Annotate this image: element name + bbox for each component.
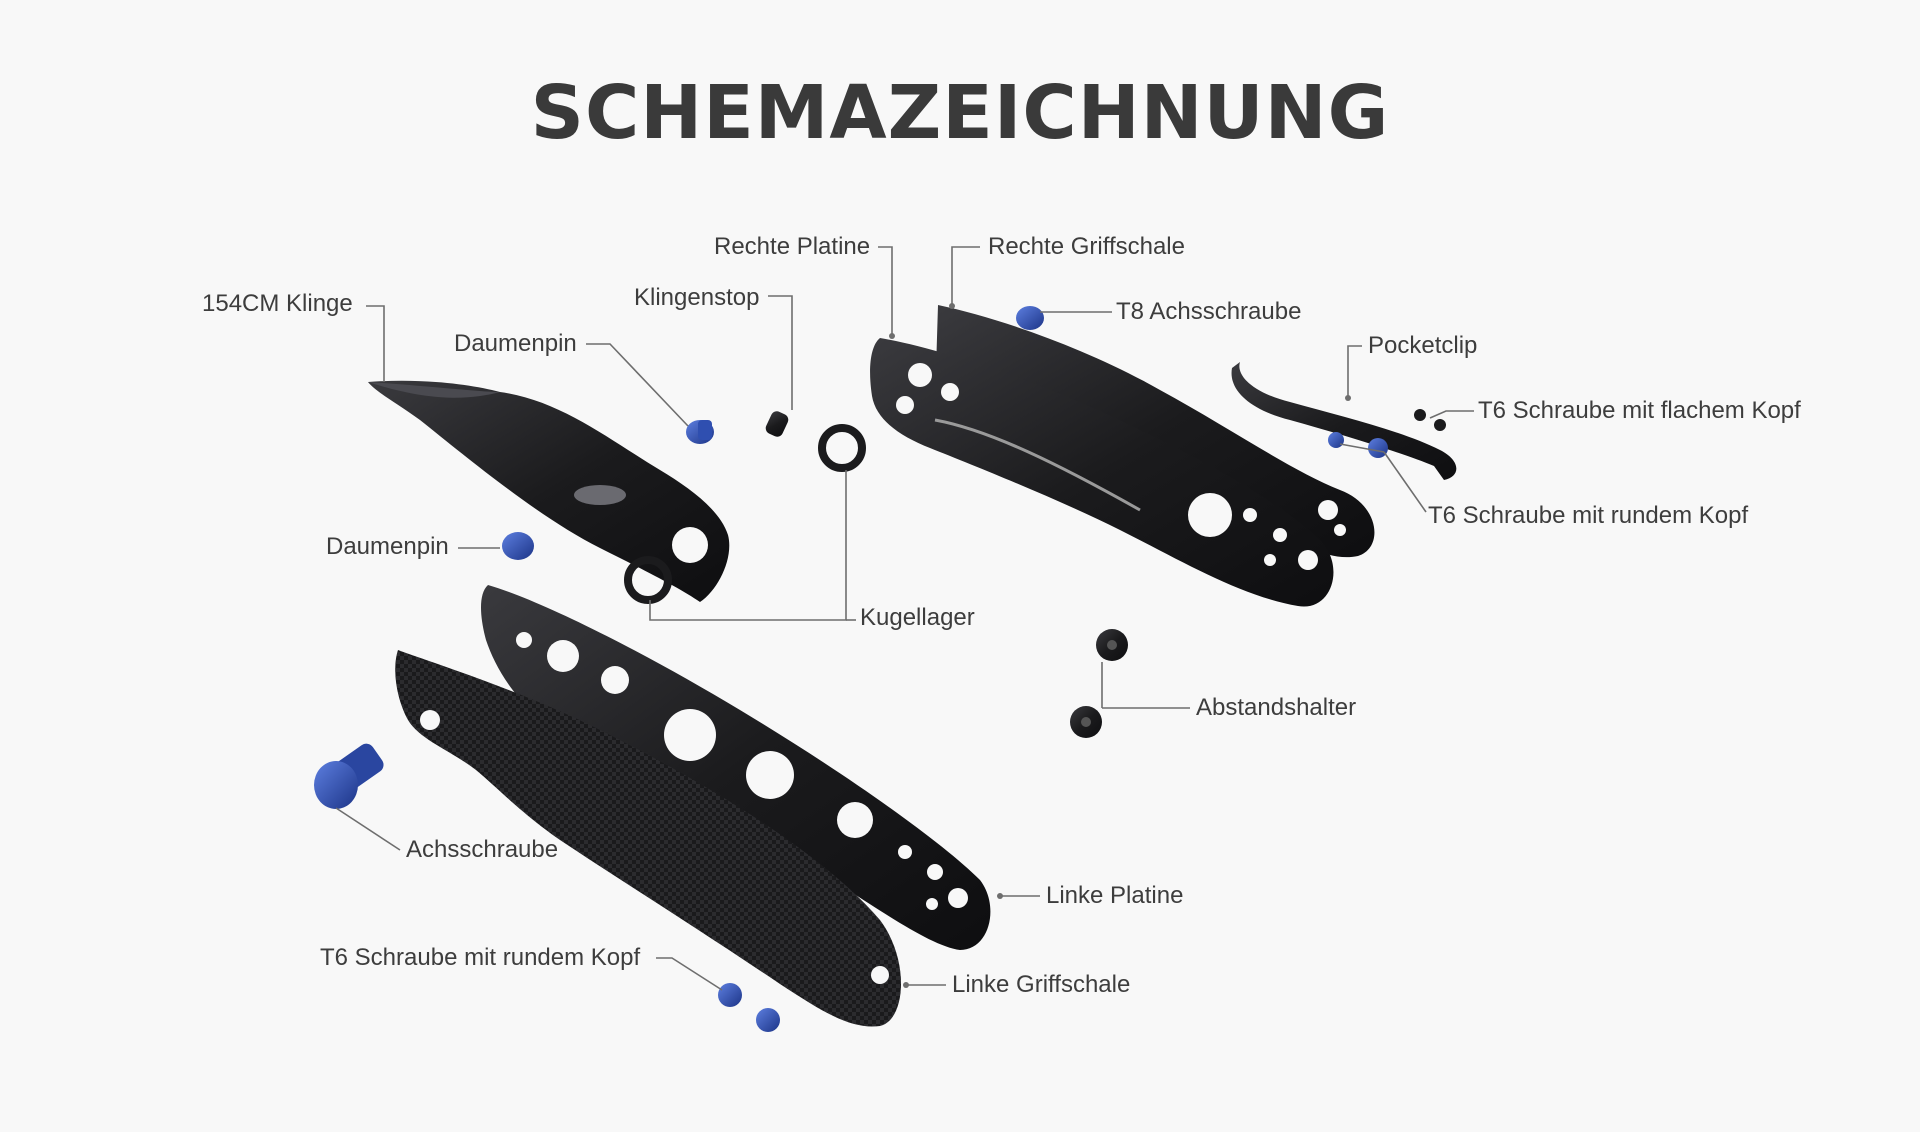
left-liner bbox=[481, 585, 991, 950]
label-rechte-platine: Rechte Platine bbox=[714, 233, 871, 260]
right-handle-scale bbox=[936, 305, 1375, 558]
stop-pin bbox=[765, 411, 789, 437]
right-liner bbox=[870, 338, 1334, 607]
pocket-clip bbox=[1231, 362, 1457, 480]
label-kugellager: Kugellager bbox=[860, 604, 975, 631]
bearings bbox=[624, 424, 866, 604]
label-rechte-griffschale: Rechte Griffschale bbox=[988, 233, 1185, 260]
label-daumenpin-top: Daumenpin bbox=[454, 330, 577, 357]
label-abstandshalter: Abstandshalter bbox=[1196, 694, 1357, 721]
label-daumenpin-left: Daumenpin bbox=[326, 533, 449, 560]
label-pocketclip: Pocketclip bbox=[1368, 332, 1478, 359]
left-handle-scale bbox=[395, 650, 902, 1027]
label-klingenstop: Klingenstop bbox=[634, 284, 760, 311]
label-154cm-klinge: 154CM Klinge bbox=[202, 290, 353, 317]
leader-lines bbox=[335, 246, 1474, 991]
label-achsschraube: Achsschraube bbox=[406, 836, 559, 863]
label-t6-flacher-kopf: T6 Schraube mit flachem Kopf bbox=[1478, 397, 1801, 424]
page-title: SCHEMAZEICHNUNG bbox=[530, 70, 1390, 156]
spacers bbox=[1070, 629, 1128, 738]
label-t6-rundem-kopf-left: T6 Schraube mit rundem Kopf bbox=[320, 944, 641, 971]
label-linke-platine: Linke Platine bbox=[1046, 882, 1184, 909]
screws bbox=[314, 306, 1446, 1032]
label-linke-griffschale: Linke Griffschale bbox=[952, 971, 1131, 998]
label-t6-rundem-kopf-right: T6 Schraube mit rundem Kopf bbox=[1428, 502, 1749, 529]
label-t8-achsschraube: T8 Achsschraube bbox=[1116, 298, 1302, 325]
blade bbox=[368, 380, 730, 602]
